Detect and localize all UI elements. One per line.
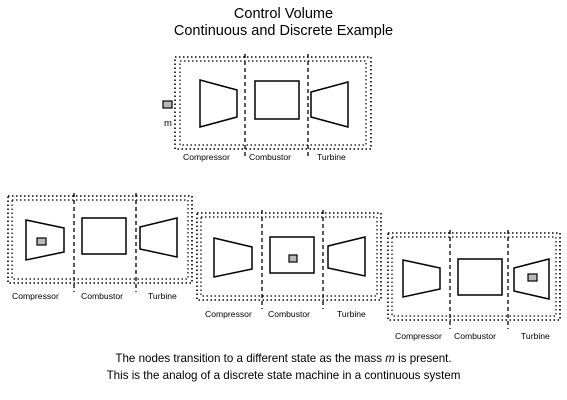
turbine-label: Turbine [521,331,550,341]
control-volume-boundary [7,195,193,284]
compressor-shape [25,219,65,261]
caption-line-2: This is the analog of a discrete state m… [106,369,461,382]
control-volume-boundary [196,212,382,301]
turbine-label: Turbine [148,291,177,301]
compressor-shape [402,259,441,298]
diagram-title-line-2: Continuous and Discrete Example [173,23,394,39]
combustor-label: Combustor [249,152,291,162]
combustor-label: Combustor [268,309,310,319]
control-volume-state-2: Compressor Combustor Turbine [196,210,382,319]
control-volume-state-3: Compressor Combustor Turbine [387,230,561,341]
mass-label: m [164,118,172,129]
caption-line-1-after: is present. [394,352,452,365]
mass-element [527,273,538,282]
mass-element [288,254,298,263]
control-volume-boundary-inner [200,216,378,297]
turbine-label: Turbine [317,152,346,162]
mass-element [162,100,173,109]
combustor-label: Combustor [81,291,123,301]
control-volume-reference: Compressor Combustor Turbine [174,54,372,162]
turbine-label: Turbine [337,309,366,319]
turbine-shape [513,258,550,300]
combustor-shape [457,258,503,296]
turbine-shape [310,81,349,128]
control-volume-boundary-inner [11,199,189,280]
combustor-shape [269,236,315,274]
compressor-label: Compressor [395,331,442,341]
turbine-shape [139,217,178,258]
compressor-label: Compressor [205,309,252,319]
diagram-title-line-1: Control Volume [233,6,334,22]
compressor-shape [213,237,253,278]
control-volume-boundary-inner [391,236,557,317]
combustor-label: Combustor [454,331,496,341]
compressor-label: Compressor [12,291,59,301]
compressor-shape [199,79,238,128]
mass-element [36,237,47,246]
combustor-shape [254,80,300,120]
control-volume-boundary [387,232,561,321]
compressor-label: Compressor [183,152,230,162]
control-volume-boundary-inner [179,60,367,146]
combustor-shape [81,217,127,255]
turbine-shape [327,236,366,277]
control-volume-state-1: Compressor Combustor Turbine [7,193,193,301]
caption-mass-symbol: m [385,352,395,365]
control-volume-boundary [174,56,372,150]
caption-line-1-before: The nodes transition to a different stat… [115,352,386,365]
caption-line-1: The nodes transition to a different stat… [0,350,567,367]
